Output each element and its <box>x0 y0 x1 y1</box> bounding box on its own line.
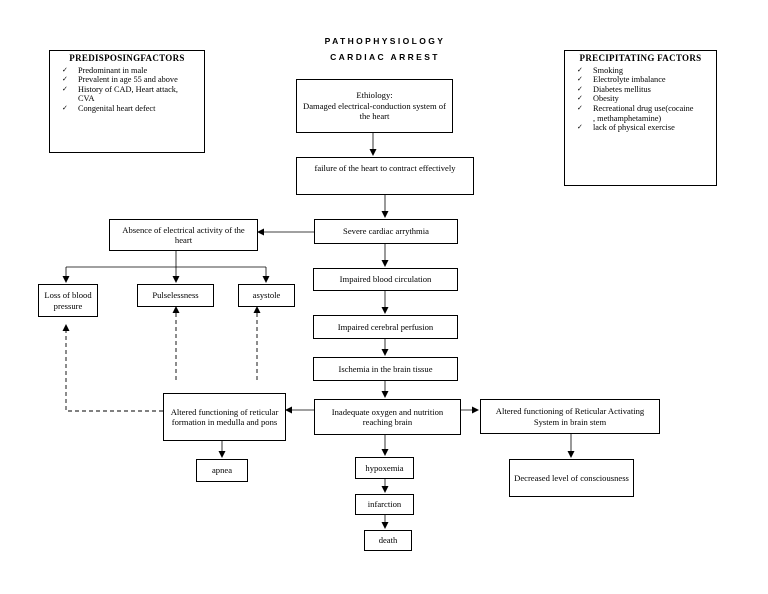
list-item: Electrolyte imbalance <box>569 75 712 85</box>
ischemia-box: Ischemia in the brain tissue <box>313 357 458 381</box>
decreased-consciousness-box: Decreased level of consciousness <box>509 459 634 497</box>
page-title-line1: PATHOPHYSIOLOGY <box>324 36 446 46</box>
list-item: Predominant in male <box>54 66 200 76</box>
absence-electrical-activity-box: Absence of electrical activity of the he… <box>109 219 258 251</box>
list-item: Diabetes mellitus <box>569 85 712 95</box>
precipitating-factors-heading: PRECIPITATING FACTORS <box>579 53 702 63</box>
precipitating-factors-panel: PRECIPITATING FACTORS Smoking Electrolyt… <box>564 50 717 186</box>
altered-ras-box: Altered functioning of Reticular Activat… <box>480 399 660 434</box>
page-title-line2: CARDIAC ARREST <box>330 52 440 62</box>
death-box: death <box>364 530 412 551</box>
ethiology-label: Ethiology: <box>356 90 393 101</box>
altered-reticular-formation-box: Altered functioning of reticular formati… <box>163 393 286 441</box>
dashed-arrow-reticular-to-loss-bp <box>62 324 163 412</box>
ethiology-text: Damaged electrical-conduction system of … <box>303 100 446 122</box>
list-item: lack of physical exercise <box>569 123 712 133</box>
list-item: Congenital heart defect <box>54 104 200 114</box>
impaired-cerebral-perfusion-box: Impaired cerebral perfusion <box>313 315 458 339</box>
list-item: Obesity <box>569 94 712 104</box>
loss-blood-pressure-box: Loss of blood pressure <box>38 284 98 317</box>
impaired-circulation-box: Impaired blood circulation <box>313 268 458 291</box>
list-item: Recreational drug use(cocaine , methamph… <box>569 104 712 123</box>
list-item: History of CAD, Heart attack, CVA <box>54 85 200 104</box>
hypoxemia-box: hypoxemia <box>355 457 414 479</box>
predisposing-factors-heading: PREDISPOSINGFACTORS <box>69 53 185 63</box>
list-item: Prevalent in age 55 and above <box>54 75 200 85</box>
list-item: Smoking <box>569 66 712 76</box>
arrhythmia-box: Severe cardiac arrythmia <box>314 219 458 244</box>
infarction-box: infarction <box>355 494 414 515</box>
apnea-box: apnea <box>196 459 248 482</box>
precipitating-factors-list: Smoking Electrolyte imbalance Diabetes m… <box>569 66 712 133</box>
predisposing-factors-panel: PREDISPOSINGFACTORS Predominant in male … <box>49 50 205 153</box>
asystole-box: asystole <box>238 284 295 307</box>
inadequate-oxygen-box: Inadequate oxygen and nutrition reaching… <box>314 399 461 435</box>
failure-box: failure of the heart to contract effecti… <box>296 157 474 195</box>
ethiology-box: Ethiology: Damaged electrical-conduction… <box>296 79 453 133</box>
pulselessness-box: Pulselessness <box>137 284 214 307</box>
predisposing-factors-list: Predominant in male Prevalent in age 55 … <box>54 66 200 114</box>
